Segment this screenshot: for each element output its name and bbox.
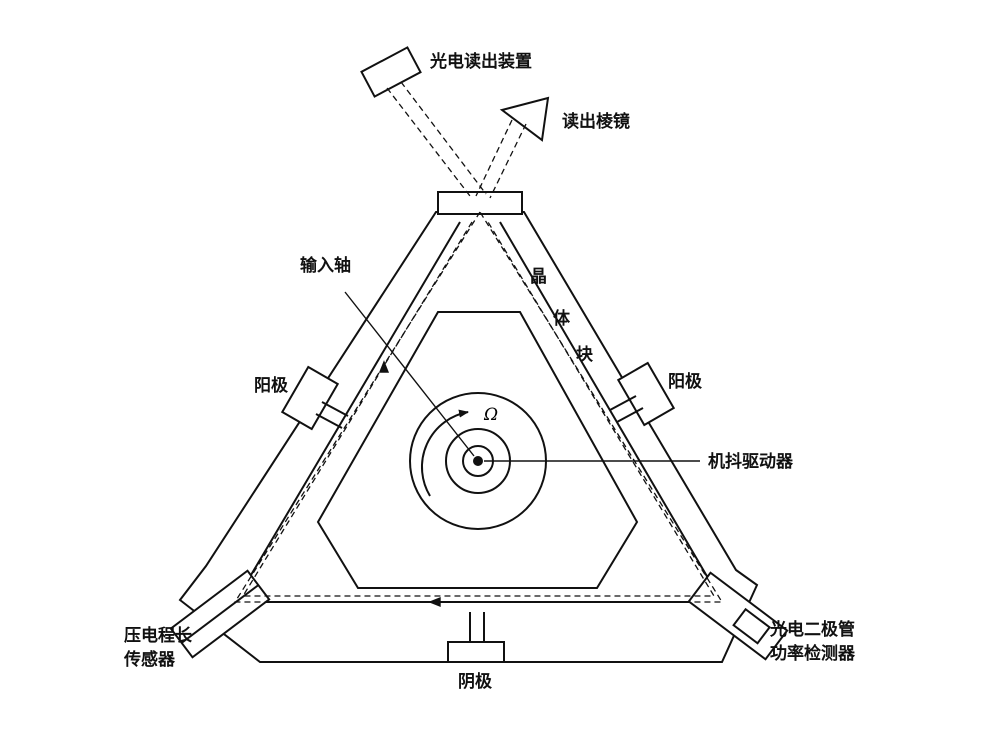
label-anode-right: 阳极 [668, 372, 702, 392]
label-cathode: 阴极 [458, 672, 492, 692]
crystal-block-outer [178, 211, 759, 663]
anode-left-stem-2 [315, 413, 343, 429]
label-crystal-1: 晶 [530, 267, 547, 287]
input-axis-dot [473, 456, 483, 466]
label-input-axis: 输入轴 [300, 256, 351, 276]
anode-right-block [616, 361, 676, 427]
label-anode-left: 阳极 [254, 376, 288, 396]
photo-readout-box [360, 46, 422, 98]
beam-readout-2 [400, 81, 487, 195]
hexagon-cutout [316, 311, 639, 589]
top-mirror-block [437, 191, 523, 215]
label-readout-prism: 读出棱镜 [562, 112, 630, 132]
label-piezo-sensor-1: 压电程长 [124, 626, 192, 646]
label-piezo-sensor-2: 传感器 [124, 650, 175, 670]
label-crystal-2: 体 [553, 309, 570, 329]
beam-arrow-bottom [428, 596, 441, 608]
anode-left-block [280, 365, 340, 431]
rotation-symbol: Ω [483, 405, 498, 425]
label-photo-readout: 光电读出装置 [430, 52, 532, 72]
label-photodiode-2: 功率检测器 [770, 644, 855, 664]
anode-left-stem [321, 401, 349, 417]
readout-prism [499, 96, 550, 142]
beam-path-1 [233, 211, 724, 603]
beam-prism-1 [475, 119, 513, 197]
label-crystal-3: 块 [576, 345, 593, 365]
input-axis-leader [344, 291, 475, 457]
anode-right-stem [609, 395, 637, 411]
beam-path-2 [241, 221, 716, 597]
label-photodiode-1: 光电二极管 [770, 620, 855, 640]
beam-arrow-left [378, 360, 390, 373]
beam-prism-2 [489, 123, 527, 199]
anode-right-stem-2 [616, 407, 644, 423]
beam-readout-1 [386, 87, 471, 197]
label-dither-driver: 机抖驱动器 [708, 452, 793, 472]
rotation-arc [420, 409, 469, 497]
cathode-block [447, 641, 505, 663]
